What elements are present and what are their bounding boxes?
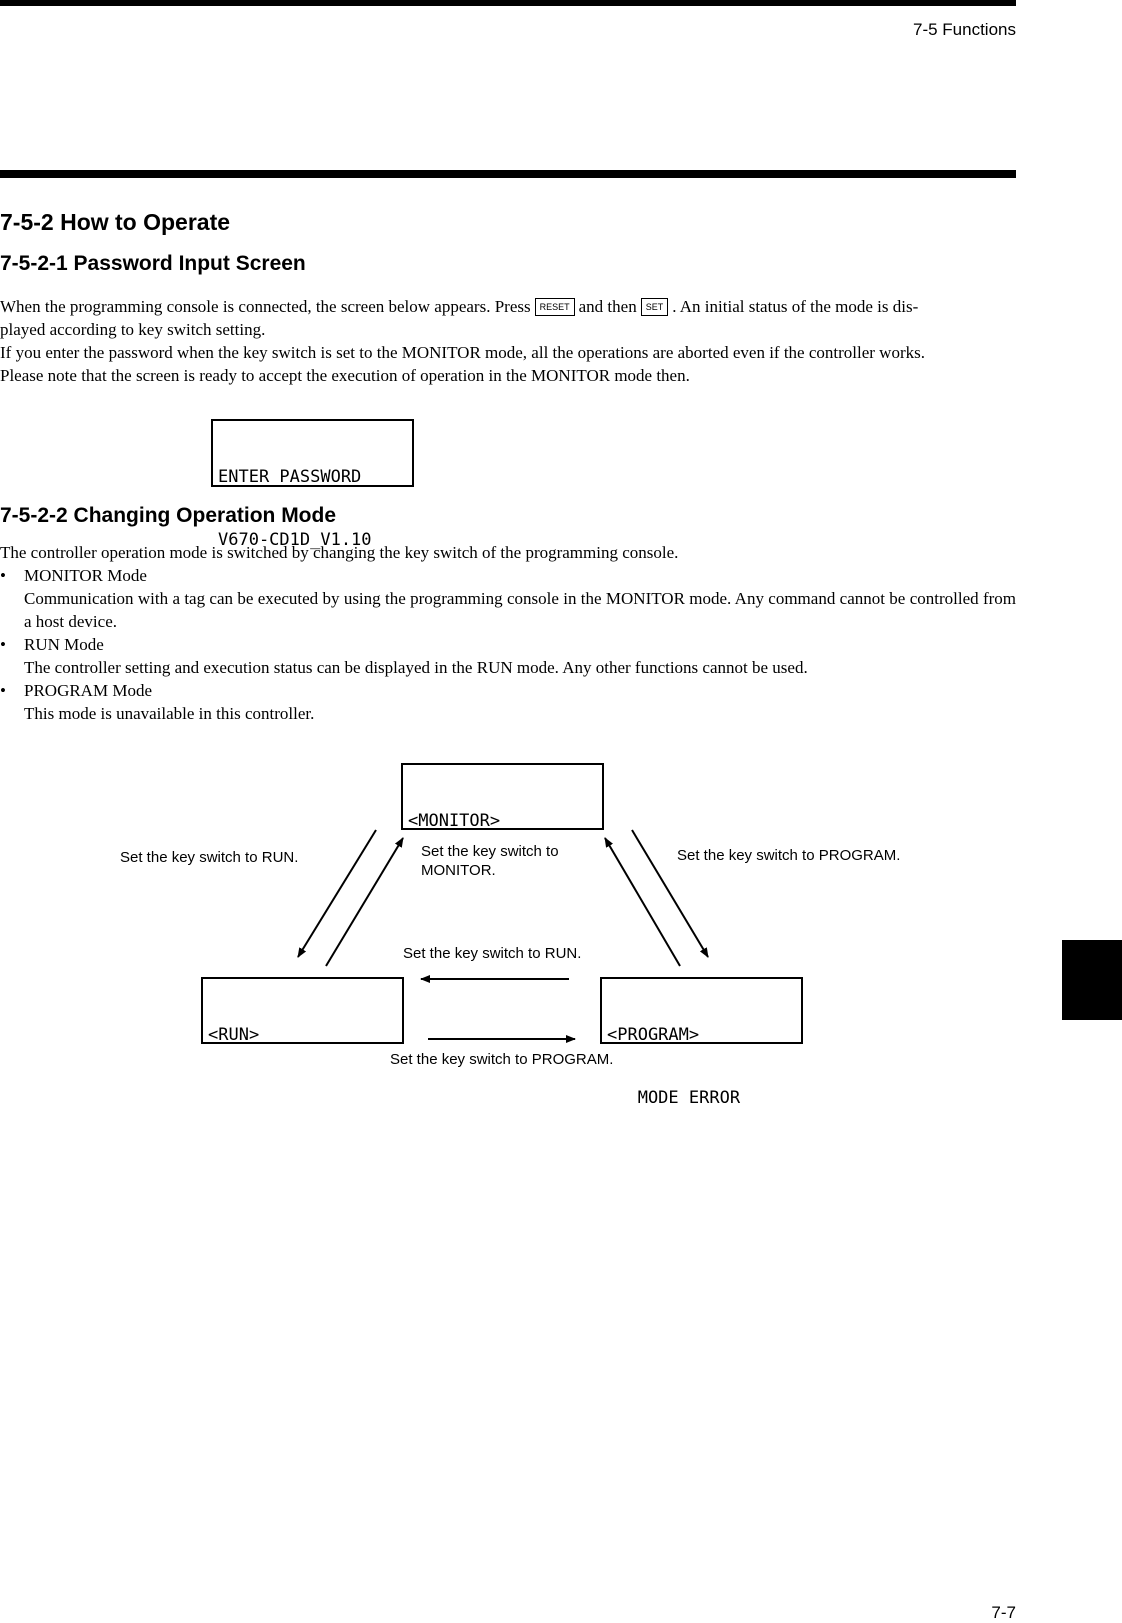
password-line-4: Please note that the screen is ready to … xyxy=(0,366,690,385)
page-number: 7-7 xyxy=(991,1603,1016,1622)
bullet-mark: • xyxy=(0,635,6,654)
lcd-line-1: ENTER PASSWORD xyxy=(218,467,362,487)
arrow-monitor-to-run xyxy=(297,829,377,958)
mode-item-name: RUN Mode xyxy=(24,635,104,654)
set-key: SET xyxy=(640,298,669,316)
mode-item-desc: Communication with a tag can be executed… xyxy=(24,589,1016,631)
program-screen-line-1: <PROGRAM> xyxy=(607,1025,700,1045)
label-to-monitor-line-1: Set the key switch to xyxy=(421,843,559,860)
bullet-mark: • xyxy=(0,681,6,700)
password-line-1a: When the programming console is connecte… xyxy=(0,297,531,316)
mode-intro: The controller operation mode is switche… xyxy=(0,543,679,562)
run-screen-text: <RUN> xyxy=(208,1025,260,1045)
label-run-to-program: Set the key switch to PROGRAM. xyxy=(390,1051,614,1068)
mode-item-monitor: • MONITOR Mode Communication with a tag … xyxy=(0,564,1016,633)
monitor-mode-screen: <MONITOR> xyxy=(401,763,604,831)
password-subsection-title: 7-5-2-1 Password Input Screen xyxy=(0,252,306,275)
running-header: 7-5 Functions xyxy=(913,20,1016,39)
section-rule xyxy=(0,170,1016,178)
password-line-1c: . An initial status of the mode is dis- xyxy=(672,297,919,316)
program-screen-line-2: MODE ERROR xyxy=(607,1088,741,1108)
mode-item-desc: This mode is unavailable in this control… xyxy=(24,704,315,723)
program-mode-screen: <PROGRAM> MODE ERROR xyxy=(600,977,803,1108)
password-line-1: When the programming console is connecte… xyxy=(0,295,1016,318)
arrow-run-to-monitor xyxy=(325,837,404,967)
label-monitor-to-run: Set the key switch to RUN. xyxy=(120,849,299,866)
mode-subsection-title: 7-5-2-2 Changing Operation Mode xyxy=(0,504,337,527)
top-rule xyxy=(0,0,1016,6)
label-program-to-run: Set the key switch to RUN. xyxy=(403,945,582,962)
reset-key: RESET xyxy=(534,298,575,316)
password-line-1b: and then xyxy=(578,297,637,316)
bullet-mark: • xyxy=(0,566,6,585)
label-monitor-to-program: Set the key switch to PROGRAM. xyxy=(677,847,901,864)
password-text: When the programming console is connecte… xyxy=(0,295,1016,387)
mode-list: • MONITOR Mode Communication with a tag … xyxy=(0,564,1016,725)
chapter-tab xyxy=(1062,940,1122,1020)
arrow-monitor-to-program xyxy=(631,829,709,958)
mode-item-desc: The controller setting and execution sta… xyxy=(24,658,808,677)
label-to-monitor-line-2: MONITOR. xyxy=(421,862,496,879)
section-title: 7-5-2 How to Operate xyxy=(0,209,231,235)
arrow-program-to-monitor xyxy=(604,837,681,967)
monitor-screen-text: <MONITOR> xyxy=(408,811,501,831)
run-mode-screen: <RUN> xyxy=(201,977,404,1045)
password-line-3: If you enter the password when the key s… xyxy=(0,343,925,362)
mode-item-run: • RUN Mode The controller setting and ex… xyxy=(0,633,1016,679)
mode-item-name: MONITOR Mode xyxy=(24,566,147,585)
mode-item-program: • PROGRAM Mode This mode is unavailable … xyxy=(0,679,1016,725)
password-lcd-screen: ENTER PASSWORD V670-CD1D_V1.10 xyxy=(211,419,414,550)
mode-item-name: PROGRAM Mode xyxy=(24,681,152,700)
password-line-2: played according to key switch setting. xyxy=(0,320,266,339)
lcd-line-2: V670-CD1D_V1.10 xyxy=(218,530,372,550)
